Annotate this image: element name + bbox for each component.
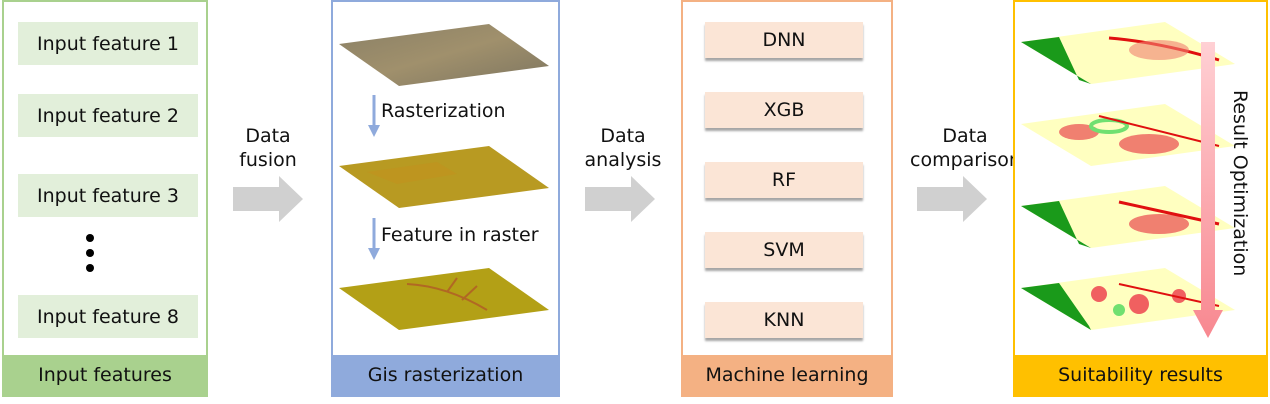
raster-layer [339,146,549,208]
flow-label-data-fusion: Data fusion [230,124,306,172]
step-feature-in-raster: Feature in raster [381,224,539,246]
suitability-results-panel: Result Optimization Suitability results [1013,0,1268,397]
satellite-image-layer [339,24,549,86]
machine-learning-title: Machine learning [683,355,891,395]
flow-label-line1: Data [600,125,646,147]
result-optimization-label: Result Optimization [1229,90,1251,277]
flow-label-line2: comparison [910,149,1021,171]
flow-label-line2: fusion [239,149,297,171]
arrow-right-icon [233,176,303,222]
input-features-panel: Input feature 1 Input feature 2 Input fe… [2,0,208,397]
input-feature-1[interactable]: Input feature 1 [18,22,198,65]
machine-learning-panel: DNN XGB RF SVM KNN Machine learning [681,0,893,397]
suitability-map-3 [1021,186,1235,248]
model-xgb[interactable]: XGB [705,92,863,128]
suitability-map-2 [1021,104,1235,166]
model-knn[interactable]: KNN [705,302,863,338]
gis-rasterization-panel: Rasterization Feature in raster Gis rast… [331,0,560,397]
arrow-right-icon [917,176,987,222]
suitability-map-1 [1021,22,1235,84]
input-feature-3[interactable]: Input feature 3 [18,174,198,217]
feature-raster-layer [339,268,549,330]
input-feature-8[interactable]: Input feature 8 [18,295,198,338]
suitability-results-title: Suitability results [1015,355,1266,395]
flow-label-line2: analysis [584,149,662,171]
ellipsis-dots-icon [84,234,96,279]
flow-label-line1: Data [245,125,291,147]
down-arrow-icon [368,95,380,137]
suitability-map-4 [1021,268,1235,330]
step-rasterization: Rasterization [381,100,506,122]
result-optimization-arrow-icon [1193,42,1223,338]
gis-rasterization-title: Gis rasterization [333,355,558,395]
input-feature-2[interactable]: Input feature 2 [18,94,198,137]
input-features-title: Input features [4,355,206,395]
flow-label-data-analysis: Data analysis [580,124,666,172]
flow-label-data-comparison: Data comparison [910,124,1021,172]
arrow-right-icon [585,176,655,222]
model-dnn[interactable]: DNN [705,22,863,58]
model-rf[interactable]: RF [705,162,863,198]
model-svm[interactable]: SVM [705,232,863,268]
flow-label-line1: Data [942,125,988,147]
down-arrow-icon [368,218,380,260]
